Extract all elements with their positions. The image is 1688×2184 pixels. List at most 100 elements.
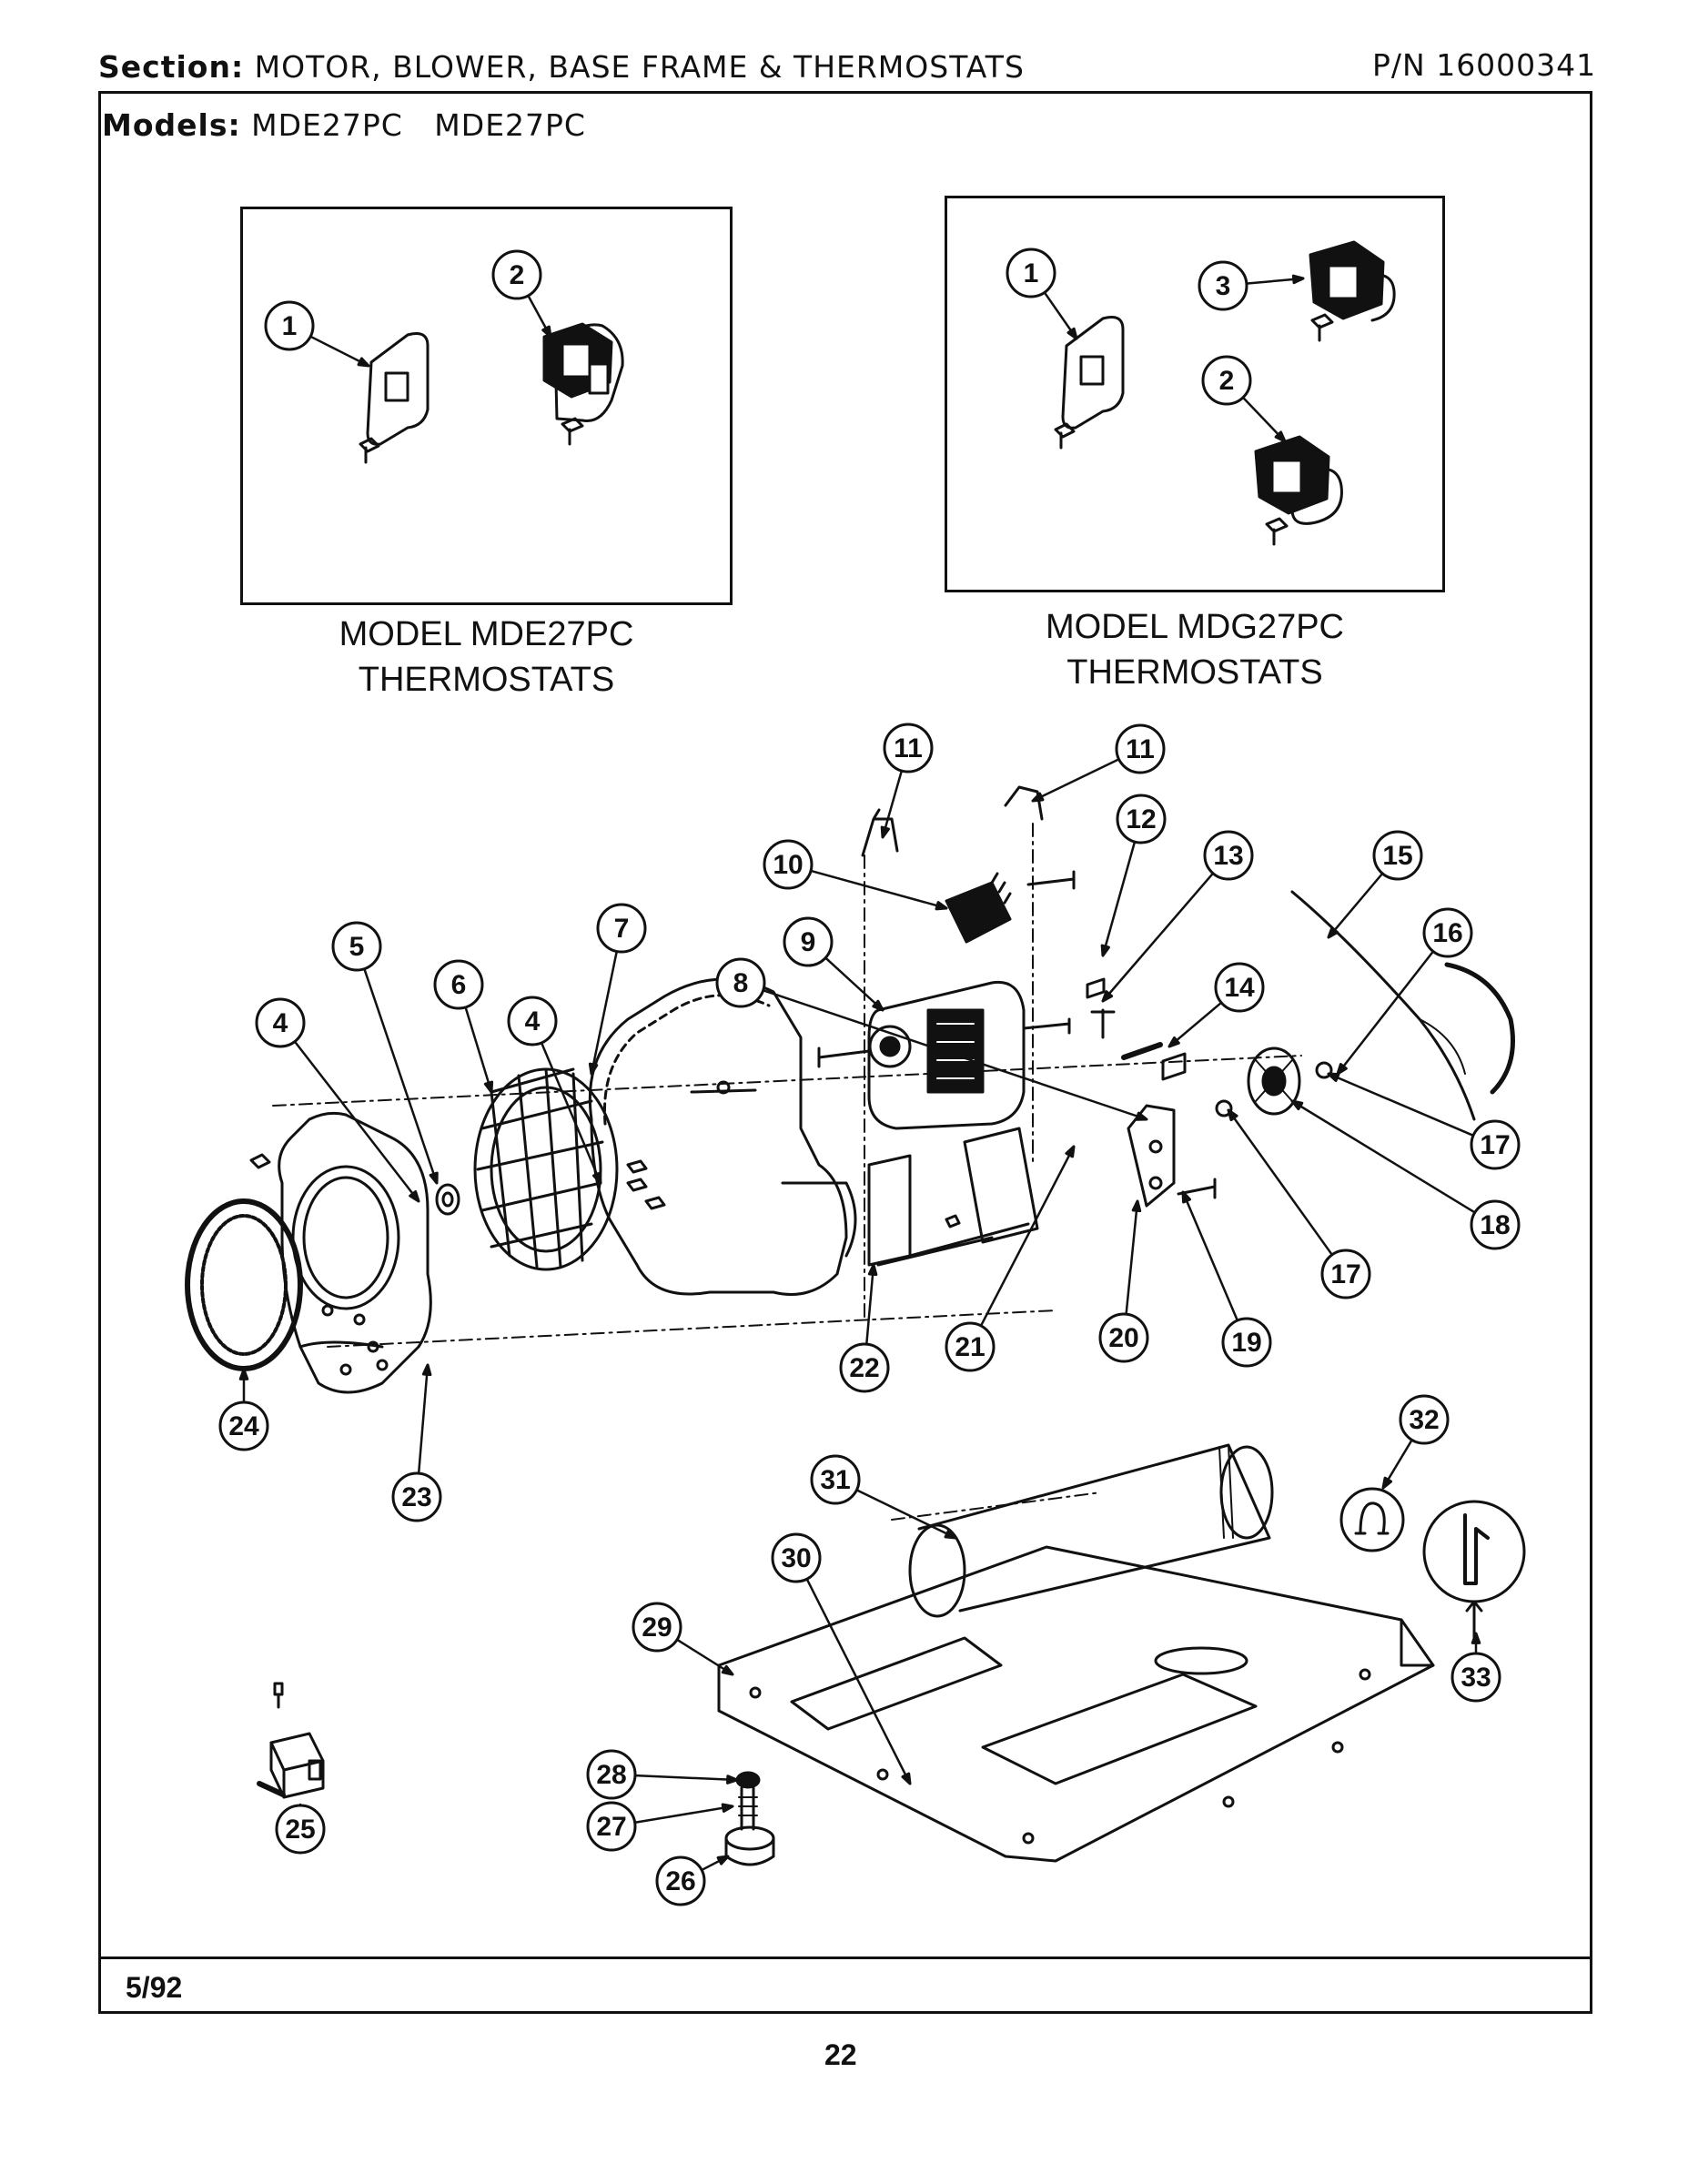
callout-number: 32 [1409, 1405, 1439, 1435]
footer-divider [98, 1956, 1592, 1959]
callout-number: 12 [1126, 804, 1156, 834]
callout-number: 7 [614, 914, 630, 944]
callout-number: 14 [1224, 973, 1255, 1003]
callout-number: 17 [1330, 1259, 1360, 1289]
inset-left-caption: MODEL MDE27PC THERMOSTATS [240, 612, 733, 703]
callout-circle [1399, 1394, 1450, 1445]
thermal-fuse [1339, 1487, 1405, 1552]
callout-arrowhead [944, 1529, 957, 1540]
callout-arrowhead [901, 1772, 912, 1785]
callout-2: 2 [491, 249, 552, 339]
callout-leader [590, 951, 618, 1076]
callout-15: 15 [1327, 830, 1423, 939]
callout-arrowhead [429, 1171, 439, 1185]
callout-arrowhead [721, 1803, 734, 1813]
diagram-frame [98, 91, 1592, 2014]
callout-number: 26 [665, 1866, 695, 1896]
motor-switch [945, 872, 1012, 944]
callout-circle [1115, 723, 1166, 774]
callout-arrowhead [872, 999, 884, 1012]
callout-arrowhead [726, 1774, 739, 1785]
callout-27: 27 [586, 1801, 734, 1852]
callout-arrowhead [409, 1190, 420, 1203]
callout-25: 25 [275, 1803, 326, 1855]
callout-number: 30 [781, 1543, 811, 1573]
callout-24: 24 [218, 1368, 269, 1451]
drive-motor [817, 980, 1071, 1130]
callout-number: 4 [525, 1006, 541, 1036]
callout-circle [883, 723, 934, 774]
callout-circle [1214, 962, 1265, 1013]
callout-arrowhead [592, 1171, 602, 1185]
callout-arrowhead [483, 1080, 494, 1094]
callout-8: 8 [715, 957, 1148, 1121]
callout-circle [839, 1342, 890, 1393]
callout-number: 28 [596, 1760, 626, 1790]
callout-arrowhead [1327, 926, 1339, 939]
section-header: Section: MOTOR, BLOWER, BASE FRAME & THE… [98, 49, 1025, 85]
callout-circle [715, 957, 766, 1008]
callout-13: 13 [1101, 830, 1254, 1003]
callout-arrowhead [1167, 1036, 1180, 1048]
callout-number: 18 [1480, 1210, 1510, 1240]
callout-arrowhead [588, 1062, 599, 1076]
callout-number: 10 [773, 850, 803, 880]
callout-leader [1327, 873, 1383, 939]
callout-number: 33 [1461, 1663, 1491, 1693]
callout-number: 25 [285, 1815, 315, 1845]
callout-leader [1167, 1002, 1222, 1048]
callout-number: 11 [894, 733, 923, 763]
callout-arrowhead [867, 1263, 878, 1277]
callout-arrowhead [1274, 430, 1287, 443]
callout-number: 1 [1024, 258, 1039, 288]
callout-arrowhead [935, 901, 948, 911]
callout-circle [331, 921, 382, 972]
callout-arrowhead [1100, 944, 1110, 957]
callout-circle [783, 916, 834, 967]
callout-31: 31 [810, 1454, 957, 1540]
callout-arrowhead [357, 357, 370, 368]
callout-arrowhead [880, 825, 890, 839]
callout-number: 2 [510, 260, 525, 290]
blower-housing-front [249, 1111, 432, 1394]
callout-circle [1450, 1652, 1501, 1703]
callout-5: 5 [331, 921, 439, 1185]
callout-circle [1422, 907, 1473, 958]
footer-date: 5/92 [126, 1971, 183, 2004]
callout-circle [391, 1471, 442, 1522]
callout-leader [763, 989, 1148, 1121]
callout-leader [856, 1489, 957, 1540]
callout-number: 1 [282, 311, 298, 341]
callout-number: 27 [596, 1812, 626, 1842]
callout-number: 9 [801, 927, 816, 957]
callout-10: 10 [763, 839, 948, 911]
callout-circle [1006, 248, 1056, 298]
callout-11: 11 [1031, 723, 1166, 803]
callout-circle [275, 1804, 326, 1855]
callout-arrowhead [1065, 1145, 1076, 1158]
page-number: 22 [824, 2038, 857, 2071]
callout-4: 4 [255, 997, 420, 1203]
callout-circle [255, 997, 306, 1048]
callout-leader [865, 1263, 875, 1345]
door-switch [257, 1682, 325, 1799]
callout-number: 16 [1432, 918, 1462, 948]
callout-number: 13 [1213, 841, 1243, 871]
callout-circle [1470, 1199, 1521, 1250]
callout-1: 1 [1006, 248, 1078, 340]
callout-number: 15 [1382, 841, 1412, 871]
callout-circle [491, 249, 542, 300]
callout-26: 26 [655, 1855, 730, 1906]
callout-leader [1336, 951, 1434, 1076]
callout-circle [433, 959, 484, 1010]
callout-leader [1125, 1199, 1139, 1315]
callout-2: 2 [1201, 355, 1287, 443]
callout-number: 8 [733, 968, 749, 998]
callout-number: 5 [349, 932, 365, 962]
callout-leader [1327, 1072, 1474, 1137]
callout-18: 18 [1290, 1099, 1521, 1250]
callout-circle [596, 903, 647, 954]
callout-leader [464, 1006, 493, 1094]
exhaust-duct [908, 1443, 1274, 1618]
